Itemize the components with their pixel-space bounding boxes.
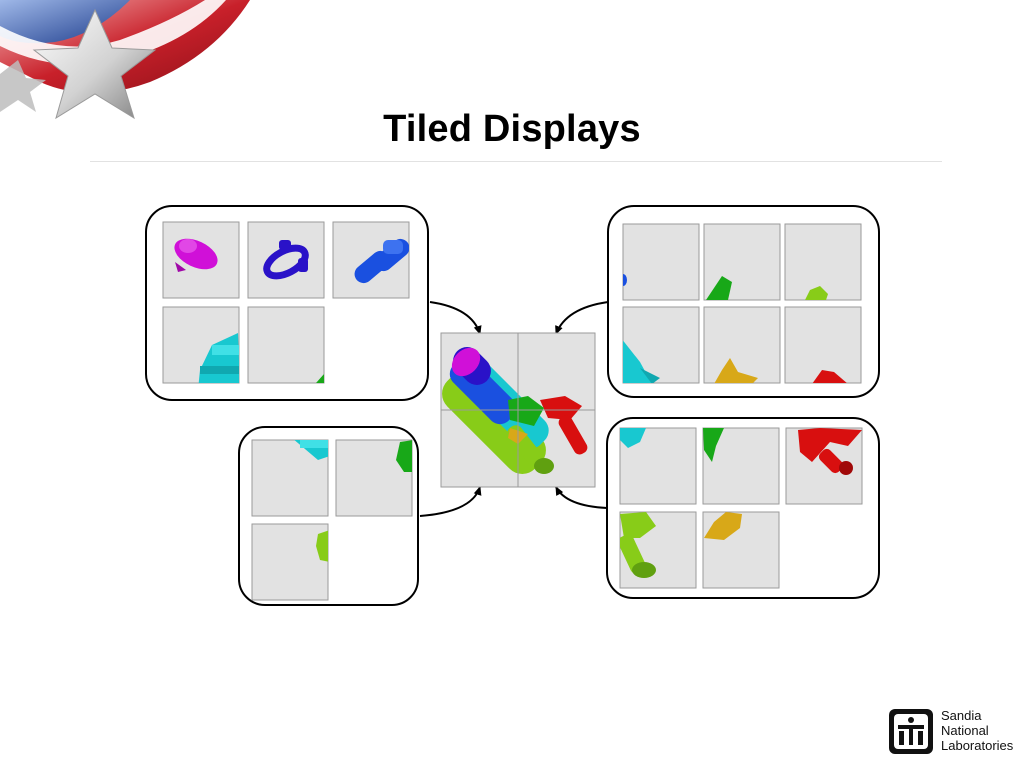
sandia-logo	[889, 709, 933, 754]
tile	[619, 511, 697, 589]
tile	[332, 221, 410, 299]
connector-arrows	[419, 301, 609, 517]
tile	[702, 511, 780, 589]
tile	[703, 223, 781, 301]
tile	[251, 439, 329, 517]
title-divider	[90, 161, 942, 162]
tile	[702, 427, 780, 505]
tile-group-bottom-right	[606, 417, 880, 599]
tile	[622, 306, 700, 384]
sandia-logo-text: Sandia National Laboratories	[941, 708, 1021, 753]
logo-line-2: National	[941, 723, 989, 738]
logo-line-1: Sandia	[941, 708, 982, 723]
tile	[251, 523, 329, 601]
slide-title: Tiled Displays	[383, 108, 641, 150]
tile-group-top-right	[607, 205, 880, 398]
tile	[247, 221, 325, 299]
banner-decoration	[0, 0, 250, 120]
tile	[619, 427, 697, 505]
assembled-tiled-display	[440, 332, 596, 488]
arrow-bottom-left	[419, 486, 482, 517]
tile	[785, 427, 863, 505]
tile-group-bottom-left	[238, 426, 419, 606]
tile	[247, 306, 325, 384]
arrow-top-right	[555, 301, 609, 335]
arrow-bottom-right	[555, 486, 608, 509]
tile	[784, 223, 862, 301]
tile	[162, 221, 240, 299]
tile	[335, 439, 413, 517]
star-icon	[32, 8, 157, 120]
tile	[703, 306, 781, 384]
arrow-top-left	[429, 301, 482, 335]
tile	[622, 223, 700, 301]
tile	[784, 306, 862, 384]
tile	[162, 306, 240, 384]
tile-group-top-left	[145, 205, 429, 401]
logo-line-3: Laboratories	[941, 738, 1014, 753]
